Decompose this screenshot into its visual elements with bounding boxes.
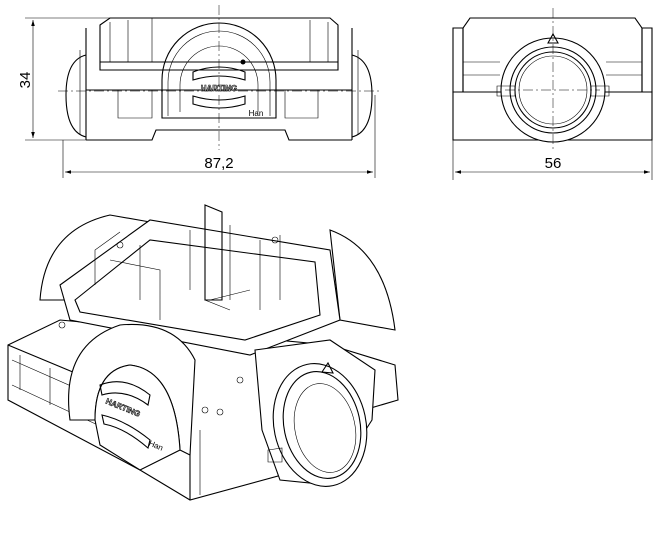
side-dimensions: 56 bbox=[452, 140, 653, 180]
side-width-dimension: 56 bbox=[545, 155, 562, 172]
front-dimensions: 34 87,2 bbox=[17, 17, 376, 178]
front-series-label: Han bbox=[249, 109, 264, 118]
width-dimension: 87,2 bbox=[204, 155, 233, 172]
side-view bbox=[452, 8, 653, 150]
height-dimension: 34 bbox=[17, 72, 34, 89]
isometric-view: HARTING Han bbox=[7, 204, 399, 501]
front-logo: HARTING bbox=[201, 84, 237, 93]
front-view: HARTING Han bbox=[58, 5, 380, 150]
